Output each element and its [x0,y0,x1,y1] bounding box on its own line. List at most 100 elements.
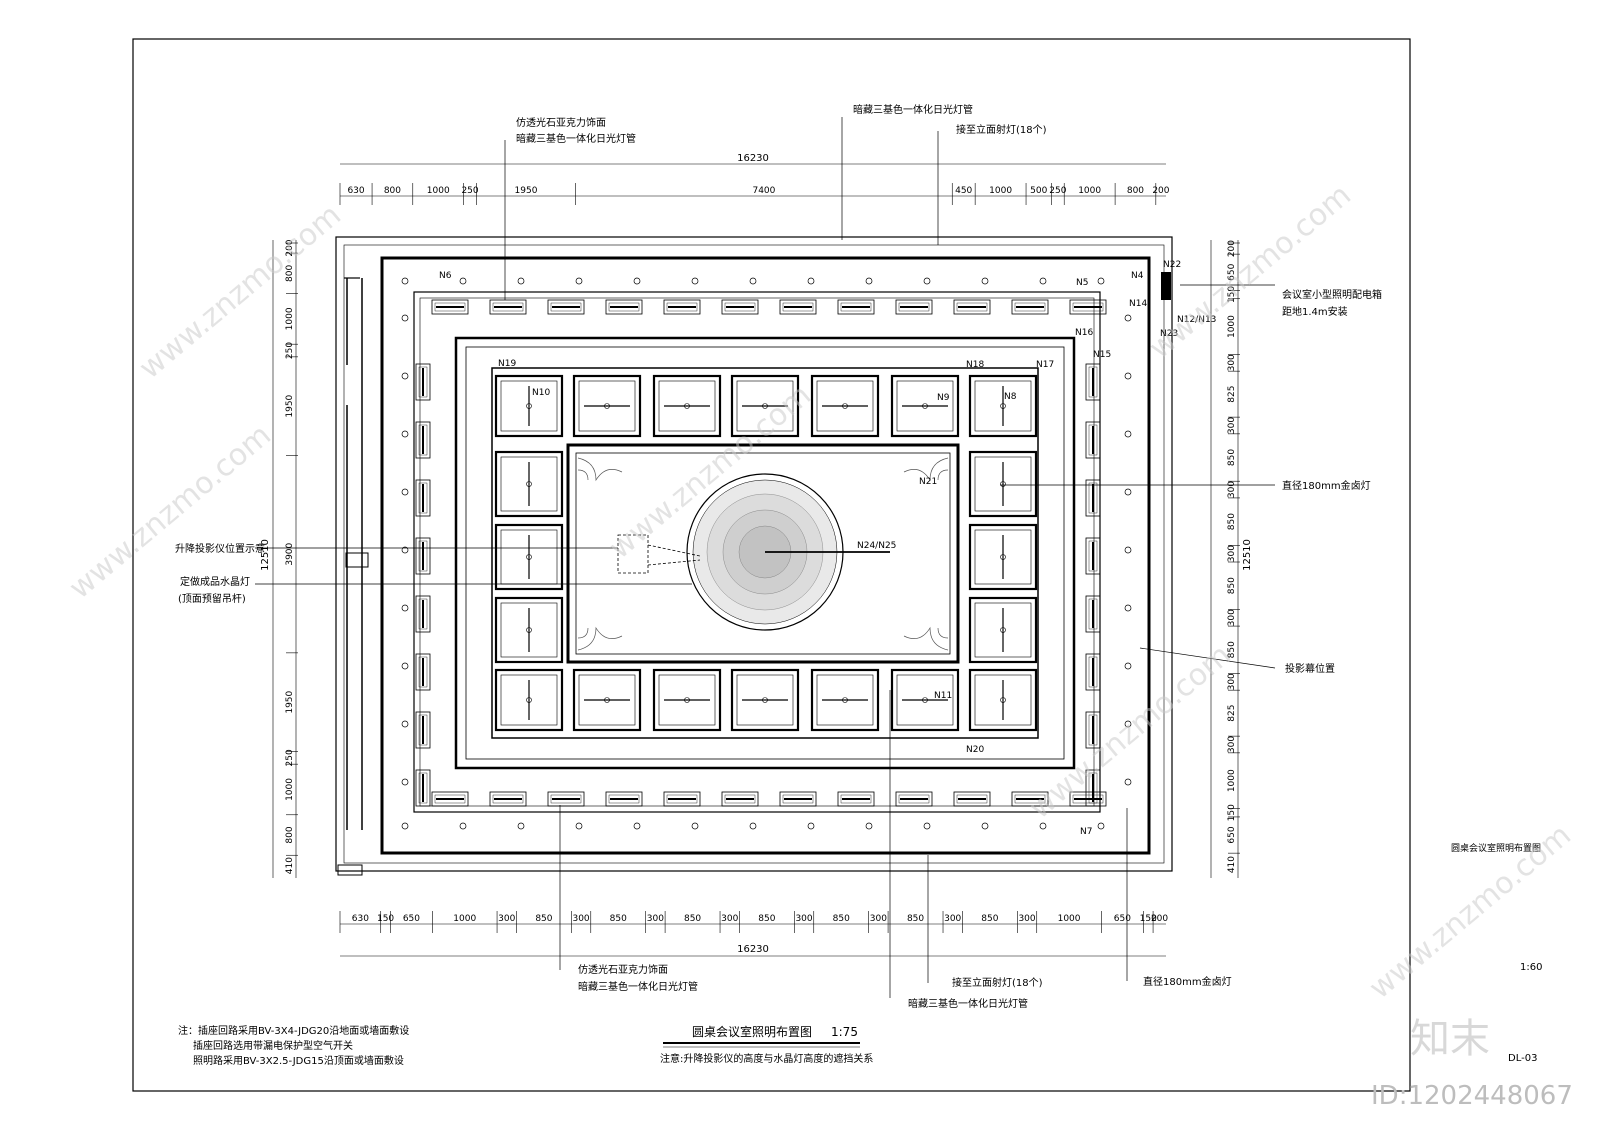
downlight [1124,778,1132,786]
downlight [401,822,409,830]
callout-tube-top: 暗藏三基色一体化日光灯管 [853,103,973,116]
floor-plan [335,236,1173,872]
dimension-label: 1000 [1227,315,1237,338]
dimension-label: 850 [1227,641,1237,658]
linear-light-panel [1085,479,1101,517]
dimension-label: 150 [1140,914,1157,924]
downlight [401,546,409,554]
coffer-panel [494,450,564,518]
notes-line-2: 插座回路选用带漏电保护型空气开关 [193,1039,353,1052]
linear-light-panel [953,299,991,315]
callout-halogen-bottom: 直径180mm金卤灯 [1143,975,1232,988]
dimension-label: 300 [721,914,738,924]
dim-total-top: 16230 [737,153,769,164]
linear-light-panel [605,791,643,807]
dimension-label: 300 [1227,609,1237,626]
downlight [1124,662,1132,670]
dimension-label: 850 [1227,577,1237,594]
dimension-label: 300 [1227,736,1237,753]
dimension-label: 200 [285,239,295,256]
dimension-label: 1950 [285,690,295,713]
central-ceiling-panel [566,443,960,664]
downlight [401,662,409,670]
dimension-label: 1950 [285,394,295,417]
callout-spotlight-top: 接至立面射灯(18个) [956,123,1047,136]
dimension-label: 1000 [1227,769,1237,792]
dimension-label: 300 [1227,354,1237,371]
downlight [981,822,989,830]
linear-light-panel [895,791,933,807]
linear-light-panel [663,299,701,315]
callout-screen: 投影幕位置 [1285,662,1335,675]
dimension-label: 850 [1227,513,1237,530]
downlight [1124,720,1132,728]
drawing-note-under-title: 注意:升降投影仪的高度与水晶灯高度的遮挡关系 [660,1052,873,1065]
dimension-label: 250 [285,749,295,766]
sheet-number: DL-03 [1508,1053,1537,1064]
dimension-label: 150 [377,914,394,924]
linear-light-panel [415,595,431,633]
downlight [691,277,699,285]
downlight [459,277,467,285]
dimension-label: 200 [1151,914,1168,924]
dimension-label: 1000 [427,186,450,196]
sheet-border [132,38,1411,1092]
coffer-panel [572,374,642,438]
dimension-label: 410 [1227,856,1237,873]
coffer-panel [494,596,564,664]
downlight [401,277,409,285]
downlight [981,277,989,285]
notes-line-1: 注：插座回路采用BV-3X4-JDG20沿地面或墙面敷设 [178,1024,409,1037]
dimension-label: 800 [285,826,295,843]
dimension-label: 850 [610,914,627,924]
callout-chandelier: 定做成品水晶灯 [180,575,250,588]
dimension-label: 300 [498,914,515,924]
linear-light-panel [1085,363,1101,401]
coffer-panel [968,596,1038,664]
linear-light-panel [1085,537,1101,575]
linear-light-panel [1085,653,1101,691]
linear-light-panel [415,537,431,575]
linear-light-panel [779,299,817,315]
downlight [575,822,583,830]
downlight [401,778,409,786]
downlight [1124,372,1132,380]
coffer-grid [494,374,1038,732]
watermark-id: ID:1202448067 [1371,1081,1573,1111]
linear-light-panel [1085,421,1101,459]
callout-tube-top-left: 暗藏三基色一体化日光灯管 [516,132,636,145]
callout-distribution-height: 距地1.4m安装 [1282,305,1348,318]
dimension-label: 1000 [1058,914,1081,924]
left-wall-fixtures [337,277,369,876]
dimension-label: 825 [1227,705,1237,722]
drawing-title: 圆桌会议室照明布置图 [692,1024,812,1039]
linear-light-panel [1085,595,1101,633]
downlight [1039,822,1047,830]
downlight [1097,277,1105,285]
dimension-label: 850 [684,914,701,924]
linear-light-panel [779,791,817,807]
inner-circuit-loop [454,336,1076,770]
dimension-top [340,163,1166,197]
coffer-panel [810,668,880,732]
dimension-label: 850 [981,914,998,924]
linear-light-panel [605,299,643,315]
circuit-tag: N20 [966,745,984,755]
circuit-tag: N6 [439,271,452,281]
dimension-label: 800 [285,265,295,282]
dimension-label: 450 [955,186,972,196]
coffer-panel [968,450,1038,518]
dimension-label: 1000 [989,186,1012,196]
dimension-label: 300 [1227,417,1237,434]
dimension-label: 300 [1227,481,1237,498]
dimension-label: 200 [1152,186,1169,196]
downlight [923,277,931,285]
circuit-tag: N17 [1036,360,1054,370]
dimension-label: 200 [1227,240,1237,257]
dimension-label: 250 [1049,186,1066,196]
dim-total-right: 12510 [1242,539,1253,571]
svg-text:www.znzmo.com: www.znzmo.com [1143,178,1358,367]
coffer-panel [890,668,960,732]
dimension-label: 300 [572,914,589,924]
